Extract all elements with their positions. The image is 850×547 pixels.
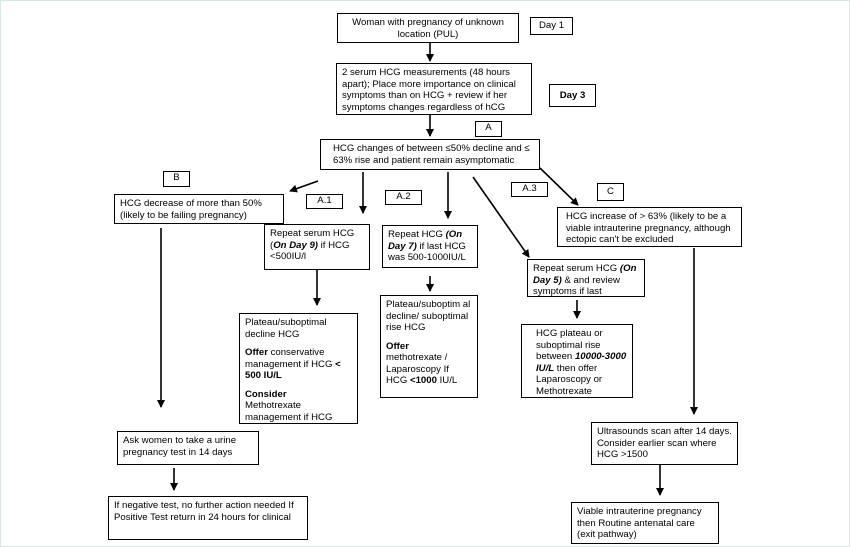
ultrasound-box: Ultrasounds scan after 14 days. Consider… — [591, 422, 738, 465]
repeat-day7-box: Repeat HCG (On Day 7) if last HCG was 50… — [382, 225, 478, 268]
repeat-day7-emph: (On Day 7) — [388, 229, 463, 252]
viable-pregnancy-box: Viable intrauterine pregnancy then Routi… — [571, 502, 719, 544]
repeat-day9-pre: Repeat serum HCG ( — [270, 228, 355, 251]
arrow-changes-to-decrease — [289, 180, 319, 193]
repeat-day5-box: Repeat serum HCG (On Day 5) & and review… — [527, 259, 645, 297]
repeat-day7-post: if last HCG was 500-1000IU/L — [388, 240, 466, 264]
tag-b: B — [163, 171, 190, 187]
a2-offer-unit: IU/L — [436, 375, 458, 386]
arrow-changes-to-repeat5 — [472, 176, 530, 258]
repeat-day9-box: Repeat serum HCG (On Day 9) if HCG <500I… — [264, 224, 370, 270]
measurements-box: 2 serum HCG measurements (48 hours apart… — [336, 63, 532, 115]
arrow-changes-to-increase — [539, 167, 579, 206]
hcg-changes-box: HCG changes of between ≤50% decline and … — [320, 139, 540, 170]
hcg-increase-box: HCG increase of > 63% (likely to be a vi… — [557, 207, 742, 247]
a3-plateau-post: then offer Laparoscopy or Methotrexate — [536, 362, 603, 397]
a1-offer-rest: conservative management if HCG — [245, 347, 336, 370]
repeat-day5-emph: (On Day 5) — [533, 263, 637, 286]
a3-plateau-pre: HCG plateau or suboptimal rise between — [536, 328, 603, 362]
a1-offer-label: Offer — [245, 347, 268, 358]
a2-offer-value: <1000 — [409, 375, 437, 386]
a2-plateau-text: Plateau/suboptim al decline/ suboptimal … — [386, 299, 471, 333]
a2-plateau-box: Plateau/suboptim al decline/ suboptimal … — [380, 295, 478, 398]
a1-plateau-text: Plateau/suboptimal decline HCG — [245, 317, 327, 340]
repeat-day9-emph: On Day 9) — [273, 239, 318, 251]
urine-test-box: Ask women to take a urine pregnancy test… — [117, 431, 259, 465]
a2-offer-text: methotrexate / Laparoscopy If HCG <1000 … — [386, 352, 472, 387]
tag-a2: A.2 — [385, 190, 422, 205]
repeat-day5-post: & and review symptoms if last — [533, 274, 620, 298]
repeat-day5-pre: Repeat serum HCG — [533, 263, 620, 274]
a2-offer-rest: methotrexate / Laparoscopy If HCG — [386, 352, 449, 386]
a1-plateau-box: Plateau/suboptimal decline HCG Offer con… — [239, 313, 358, 424]
tag-a3: A.3 — [511, 182, 548, 197]
tag-a1: A.1 — [306, 194, 343, 209]
day1-label: Day 1 — [530, 17, 573, 35]
a1-offer-text: Offer conservative management if HCG < 5… — [245, 347, 352, 382]
a1-consider-label: Consider — [245, 388, 287, 400]
tag-c: C — [597, 183, 624, 201]
a3-plateau-box: HCG plateau or suboptimal rise between 1… — [521, 324, 633, 398]
tag-a: A — [475, 121, 502, 137]
hcg-decrease-box: HCG decrease of more than 50% (likely to… — [114, 194, 284, 224]
a1-consider-text: Methotrexate management if HCG — [245, 400, 333, 423]
repeat-day7-pre: Repeat HCG — [388, 229, 446, 240]
negative-test-box: If negative test, no further action need… — [108, 496, 308, 540]
a3-plateau-emph: 10000-3000 IU/L — [536, 351, 627, 374]
pul-box: Woman with pregnancy of unknown location… — [337, 13, 519, 43]
a1-offer-value: < 500 IU/L — [245, 358, 341, 382]
repeat-day9-post: if HCG <500IU/l — [270, 239, 350, 263]
day3-label: Day 3 — [549, 84, 596, 107]
a2-offer-label: Offer — [386, 340, 409, 352]
